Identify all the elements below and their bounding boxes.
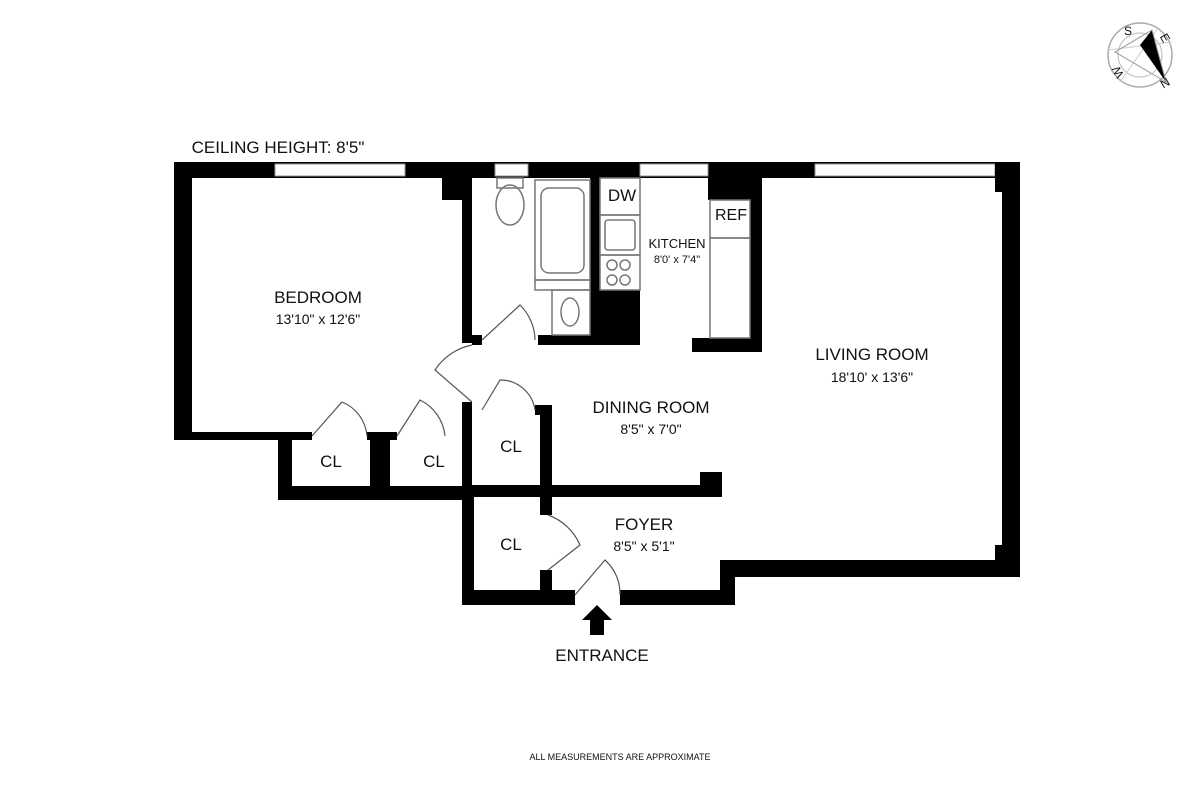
living-room-name: LIVING ROOM <box>815 345 928 364</box>
compass-rose-icon: S W E N <box>1107 22 1173 91</box>
dining-room-name: DINING ROOM <box>592 398 709 417</box>
bedroom-dims: 13'10" x 12'6" <box>276 311 361 327</box>
compass-s: S <box>1124 24 1132 38</box>
footer-note: ALL MEASUREMENTS ARE APPROXIMATE <box>529 752 710 762</box>
entrance-arrow-icon <box>582 605 612 635</box>
fixtures <box>495 177 751 339</box>
foyer-name: FOYER <box>615 515 674 534</box>
walls <box>174 162 1020 605</box>
closet-label: CL <box>423 452 445 471</box>
closet-label: CL <box>500 437 522 456</box>
compass-n: N <box>1158 75 1173 91</box>
room-labels: BEDROOM 13'10" x 12'6" KITCHEN 8'0' x 7'… <box>274 186 929 762</box>
compass-w: W <box>1109 63 1127 80</box>
living-room-dims: 18'10' x 13'6" <box>831 369 913 385</box>
ref-label: REF <box>715 207 747 224</box>
foyer-dims: 8'5" x 5'1" <box>613 538 674 554</box>
kitchen-dims: 8'0' x 7'4" <box>654 254 700 266</box>
kitchen-name: KITCHEN <box>648 236 705 251</box>
closet-label: CL <box>320 452 342 471</box>
doors <box>311 304 621 596</box>
dw-label: DW <box>608 186 636 205</box>
ceiling-height-label: CEILING HEIGHT: 8'5" <box>192 138 365 157</box>
entrance-label: ENTRANCE <box>555 646 649 665</box>
bedroom-name: BEDROOM <box>274 288 362 307</box>
closet-label: CL <box>500 535 522 554</box>
dining-room-dims: 8'5" x 7'0" <box>620 421 681 437</box>
